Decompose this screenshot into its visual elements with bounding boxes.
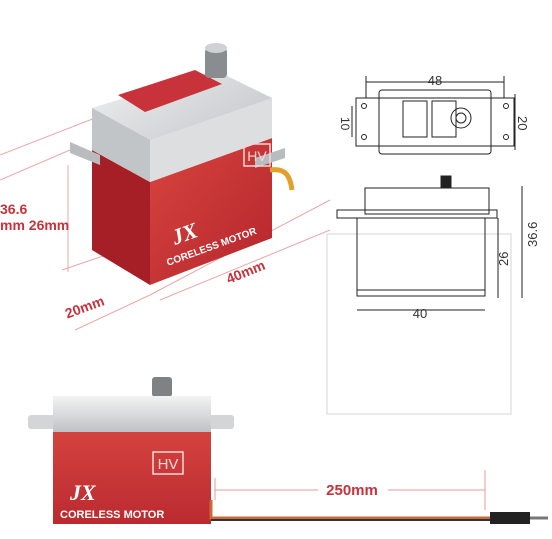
hv-badge-flat-text: HV [158, 456, 179, 473]
dim-width: 20mm [63, 293, 107, 322]
servo-cable [209, 470, 548, 524]
servo-cap-flat [53, 396, 211, 432]
servo-wire [269, 167, 295, 191]
dim-overall-width: 48 [428, 73, 442, 88]
dim-body-height: 20 [515, 116, 530, 130]
drawing-top-view [351, 76, 516, 155]
dim-height-total: 36.6 [0, 201, 27, 217]
dim-length: 40mm [224, 257, 268, 287]
dim-body-height-side: 26 [496, 252, 511, 266]
servo-front-flat: HV JX CORELESS MOTOR [28, 377, 234, 524]
servo-front-face [150, 138, 272, 285]
dim-body-length: 40 [413, 306, 427, 321]
servo-side-face [92, 150, 150, 285]
mount-tab-left [70, 142, 100, 165]
motor-label-flat: CORELESS MOTOR [60, 509, 164, 521]
servo-body-flat [53, 432, 211, 524]
servo-perspective: HV JX CORELESS MOTOR [0, 43, 331, 331]
dim-total-height: 36.6 [525, 222, 540, 247]
top-label-plate [118, 70, 222, 112]
dim-hole-spacing: 10 [338, 117, 352, 131]
output-spline-flat [152, 377, 172, 397]
hv-badge-flat [152, 451, 184, 475]
cable-connector [490, 512, 530, 524]
hv-badge-perspective [243, 143, 271, 167]
dim-cable-length: 250mm [326, 482, 378, 499]
drawing-side-view [326, 175, 523, 415]
brand-logo-flat: JX [69, 480, 97, 505]
hv-badge-text: HV [247, 148, 267, 164]
output-spline [205, 48, 227, 78]
dim-height-body: mm 26mm [0, 217, 69, 233]
